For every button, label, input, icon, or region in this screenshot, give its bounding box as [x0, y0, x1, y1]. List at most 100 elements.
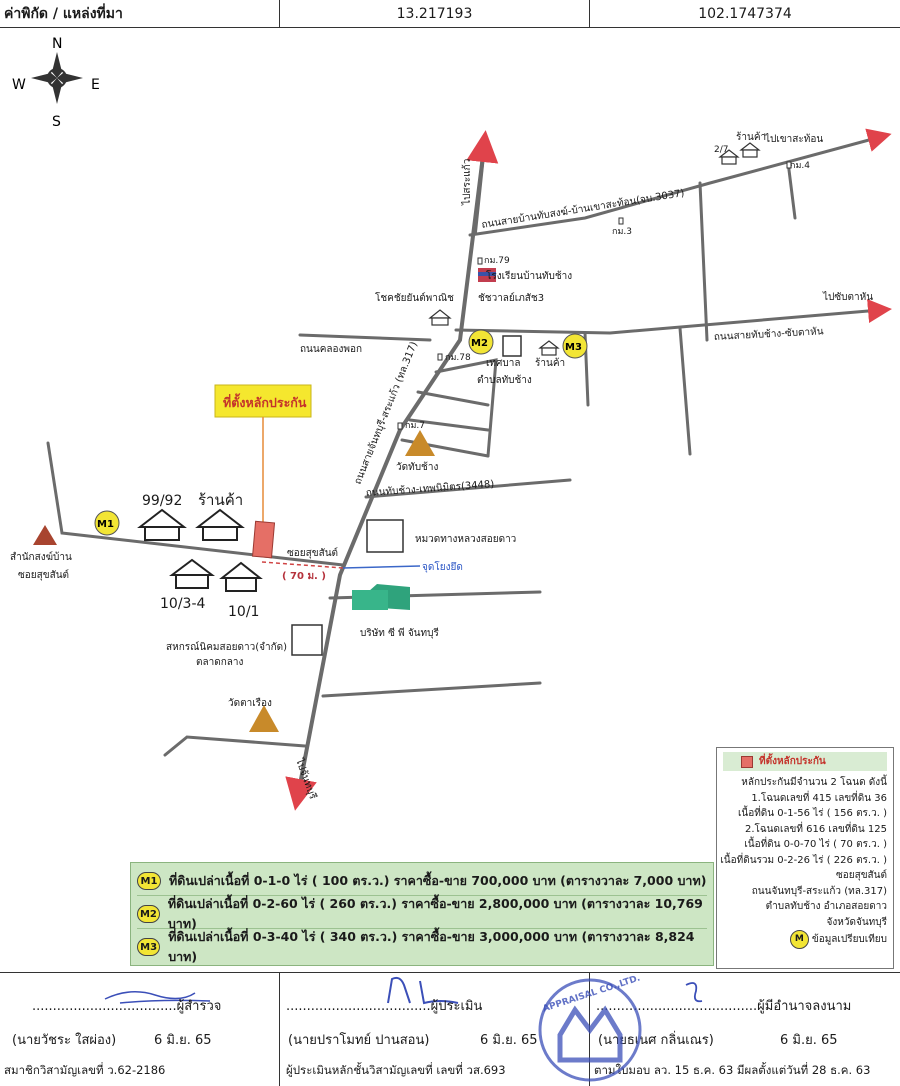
local-road-2	[416, 390, 490, 407]
location-map: N S W E ที่ตั้งหลักประกัน M1	[10, 36, 892, 811]
km-marker-icons	[397, 161, 792, 430]
label-shop-m3: ร้านค้า	[535, 357, 565, 369]
compass-w: W	[12, 77, 26, 93]
main-road-north-arrow	[466, 130, 499, 234]
warehouse-icon	[352, 584, 410, 610]
surveyor-signature	[104, 991, 211, 1004]
label-to-prakaeo: ไปสระแก้ว	[461, 159, 473, 206]
label-village-office-1: สำนักสงฆ์บ้าน	[10, 551, 72, 563]
north-road-3037	[468, 128, 892, 237]
surveyor-line: ...................................ผู้สำ…	[32, 999, 222, 1014]
local-road-1	[434, 358, 498, 458]
appraiser-name: (นายปราโมทย์ ปานสอน)	[288, 1033, 430, 1048]
label-road-khlong-phok: ถนนคลองพอก	[300, 344, 362, 355]
legend-line: 2.โฉนดเลขที่ 616 เลขที่ดิน 125	[744, 823, 887, 835]
label-house-1034: 10/3-4	[160, 596, 205, 612]
authorized-member: ตามใบมอบ ลว. 15 ธ.ค. 63 มีผลตั้งแต่วันที…	[594, 1063, 871, 1077]
label-road-north: ถนนสายบ้านทับสงฆ์-บ้านเขาสะท้อน(จบ.3037)	[481, 187, 686, 231]
coordinate-header: ค่าพิกัด / แหล่งที่มา 13.217193 102.1747…	[0, 0, 900, 28]
comparable-row: M1 ที่ดินเปล่าเนื้อที่ 0-1-0 ไร่ ( 100 ต…	[137, 867, 707, 896]
compass-s: S	[52, 114, 61, 130]
signature-footer: ...................................ผู้สำ…	[0, 972, 900, 1086]
thap-chang-road	[364, 478, 572, 499]
label-shop-top-right: ร้านค้า	[736, 131, 766, 143]
svg-text:M2: M2	[471, 338, 488, 349]
surveyor-member: สมาชิกวิสามัญเลขที่ ว.62-2186	[4, 1063, 166, 1077]
collateral-callout: ที่ตั้งหลักประกัน	[214, 384, 312, 559]
north-spur-2	[786, 160, 797, 220]
reference-pointer	[342, 565, 421, 569]
south-road-2	[321, 681, 542, 698]
east-road	[454, 299, 892, 335]
comparable-prices-table: M1 ที่ดินเปล่าเนื้อที่ 0-1-0 ไร่ ( 100 ต…	[130, 862, 714, 966]
label-coop-1: สหกรณ์นิคมสอยดาว(จำกัด)	[166, 641, 287, 653]
comparable-id: M2	[137, 905, 160, 923]
appraiser-date: 6 มิ.ย. 65	[480, 1033, 538, 1048]
authorized-line: .......................................ผ…	[596, 999, 852, 1014]
legend-line: เนื้อที่ดิน 0-1-56 ไร่ ( 156 ตร.ว. )	[737, 808, 887, 819]
comparable-text: ที่ดินเปล่าเนื้อที่ 0-3-40 ไร่ ( 340 ตร.…	[168, 929, 695, 964]
label-highway-dept: หมวดทางหลวงสอยดาว	[415, 534, 516, 545]
company-stamp: APPRAISAL CO.,LTD.	[538, 975, 642, 1082]
legend-line: เนื้อที่ดินรวม 0-2-26 ไร่ ( 226 ตร.ว. )	[720, 854, 887, 866]
legend-title-row: ที่ตั้งหลักประกัน	[723, 752, 887, 771]
label-shop-chokchai: โชคชัยยันต์พาณิช	[375, 291, 454, 304]
marker-m3: M3	[562, 333, 588, 359]
label-school: โรงเรียนบ้านทับช้าง	[486, 269, 572, 282]
khlong-phok-road	[298, 333, 432, 342]
label-house-101: 10/1	[228, 604, 259, 620]
authorized-signature	[685, 982, 703, 1003]
legend-line: จังหวัดจันทบุรี	[826, 916, 887, 928]
map-legend: ที่ตั้งหลักประกัน หลักประกันมีจำนวน 2 โฉ…	[716, 747, 894, 969]
south-west-road	[163, 735, 307, 757]
comparable-row: M2 ที่ดินเปล่าเนื้อที่ 0-2-60 ไร่ ( 260 …	[137, 896, 707, 931]
authorized-date: 6 มิ.ย. 65	[780, 1033, 838, 1048]
label-temple-rueang: วัดตาเรือง	[228, 697, 272, 709]
coordinate-label: ค่าพิกัด / แหล่งที่มา	[0, 0, 280, 27]
legend-title: ที่ตั้งหลักประกัน	[759, 756, 826, 767]
legend-line: เนื้อที่ดิน 0-0-70 ไร่ ( 70 ตร.ว. )	[744, 839, 887, 850]
house-icon	[137, 508, 263, 592]
label-village-office-2: ซอยสุขสันต์	[18, 569, 69, 581]
comparable-id: M3	[137, 938, 161, 956]
compass-rose: N S W E	[12, 36, 100, 130]
label-km3: กม.3	[612, 227, 632, 237]
legend-m-icon: M	[789, 930, 809, 949]
label-company: บริษัท ซี พี จันทบุรี	[360, 627, 439, 639]
label-to-sap-tahan: ไปซับตาหัน	[822, 291, 873, 303]
legend-line: ถนนจันทบุรี-สระแก้ว (ทล.317)	[751, 885, 887, 897]
legend-comparison: ข้อมูลเปรียบเทียบ	[811, 934, 887, 945]
soi-sukhasan	[46, 441, 345, 567]
building-icon	[291, 335, 522, 656]
collateral-parcel	[252, 520, 276, 559]
svg-text:M1: M1	[97, 519, 114, 530]
label-municipality-2: ตำบลทับช้าง	[477, 374, 532, 386]
surveyor-name: (นายวัชระ ใสผ่อง)	[12, 1033, 117, 1048]
comparable-text: ที่ดินเปล่าเนื้อที่ 0-1-0 ไร่ ( 100 ตร.ว…	[169, 873, 707, 888]
surveyor-column: ...................................ผู้สำ…	[0, 973, 280, 1086]
label-road-east: ถนนสายทับช้าง-ซับตาหัน	[714, 325, 824, 343]
compass-n: N	[52, 36, 62, 52]
legend-line: หลักประกันมีจำนวน 2 โฉนด ดังนี้	[741, 777, 887, 788]
collateral-callout-label: ที่ตั้งหลักประกัน	[223, 393, 307, 410]
small-house-icons	[428, 142, 761, 356]
label-to-khao-sa-thon: ไปเขาสะท้อน	[764, 133, 823, 145]
label-km7: กม.7	[405, 421, 425, 431]
longitude-value: 102.1747374	[698, 5, 792, 22]
label-shop-near: ร้านค้า	[198, 491, 243, 509]
label-coop-2: ตลาดกลาง	[196, 657, 244, 668]
surveyor-date: 6 มิ.ย. 65	[154, 1033, 212, 1048]
legend-line: 1.โฉนดเลขที่ 415 เลขที่ดิน 36	[751, 792, 887, 804]
comparable-row: M3 ที่ดินเปล่าเนื้อที่ 0-3-40 ไร่ ( 340 …	[137, 929, 707, 964]
label-km78: กม.78	[445, 353, 471, 363]
label-house-27: 2/7	[714, 145, 728, 155]
school-icon	[478, 268, 496, 282]
east-spur-2	[678, 326, 692, 456]
compass-e: E	[91, 77, 100, 93]
label-municipality: เทศบาล	[486, 358, 520, 369]
comparable-text: ที่ดินเปล่าเนื้อที่ 0-2-60 ไร่ ( 260 ตร.…	[167, 896, 703, 931]
north-spur-1	[698, 181, 709, 342]
marker-m1: M1	[94, 510, 120, 536]
label-km79: กม.79	[484, 256, 510, 266]
local-road-3	[408, 418, 490, 432]
